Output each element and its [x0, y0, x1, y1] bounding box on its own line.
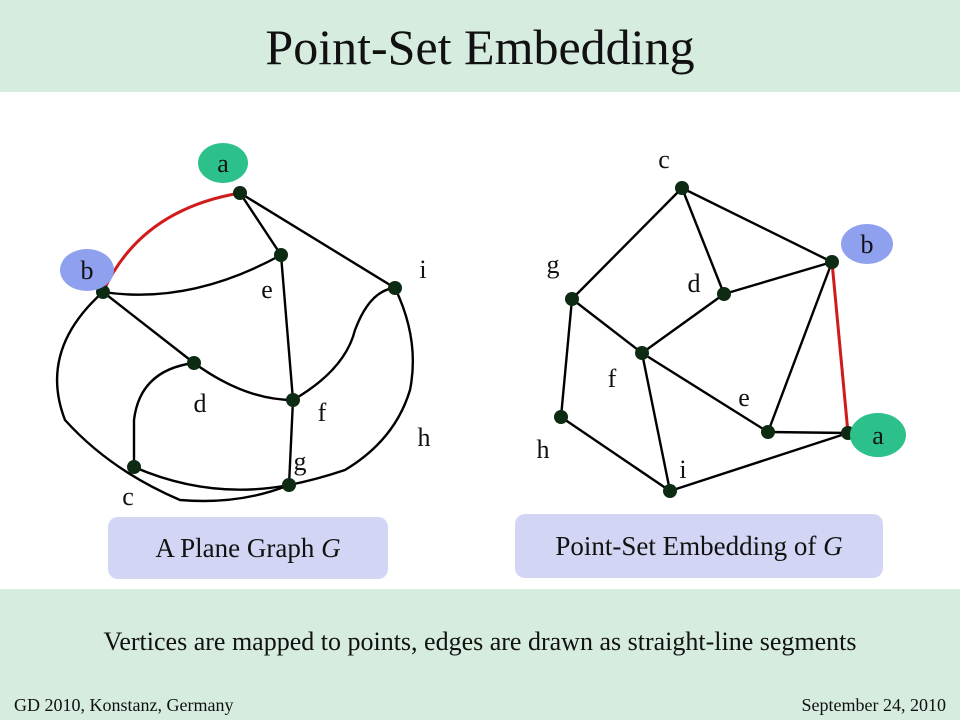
right-vertex-e — [761, 425, 775, 439]
left-vertex-g — [282, 478, 296, 492]
right-edge-h-i — [560, 416, 671, 492]
left-caption-box: A Plane Graph G — [108, 517, 388, 579]
right-embedding-graph — [559, 186, 850, 493]
right-label-h: h — [537, 435, 550, 464]
left-label-a-badge — [198, 143, 248, 183]
right-edge-b-a — [830, 261, 850, 434]
right-vertex-f — [635, 346, 649, 360]
right-label-c: c — [658, 145, 670, 174]
left-label-i: i — [419, 255, 426, 284]
footer-date: September 24, 2010 — [801, 695, 946, 715]
left-edge-i-g — [288, 287, 415, 487]
left-label-c: c — [122, 482, 134, 511]
left-vertices — [96, 186, 402, 492]
right-label-b-badge — [841, 224, 893, 264]
left-edge-f-g — [287, 399, 295, 486]
right-vertex-i — [663, 484, 677, 498]
left-plane-graph — [55, 191, 415, 503]
right-label-i: i — [679, 455, 686, 484]
right-label-b: b — [861, 230, 874, 259]
right-label-e: e — [738, 383, 750, 412]
right-edge-d-b — [723, 260, 833, 296]
title-band — [0, 0, 960, 92]
left-edge-a-i — [239, 191, 396, 290]
left-vertex-a — [233, 186, 247, 200]
right-label-a: a — [872, 421, 884, 450]
left-caption-var: G — [321, 533, 341, 563]
left-vertex-c — [127, 460, 141, 474]
right-edge-c-d — [680, 187, 726, 295]
left-edge-b-d — [102, 291, 195, 364]
right-caption-box: Point-Set Embedding of G — [515, 514, 883, 578]
footer-venue: GD 2010, Konstanz, Germany — [14, 695, 234, 715]
right-edge-e-a — [767, 430, 849, 435]
left-edge-e-f — [279, 254, 295, 401]
left-label-a: a — [217, 149, 229, 178]
right-label-a-badge — [850, 413, 906, 457]
right-edge-b-e — [766, 261, 834, 433]
right-edge-g-h — [559, 298, 574, 418]
right-vertex-g — [565, 292, 579, 306]
left-edge-d-c — [132, 361, 195, 467]
left-edge-d-f — [193, 362, 294, 402]
left-edge-b-g — [55, 291, 290, 503]
left-vertex-i — [388, 281, 402, 295]
left-label-b-badge — [60, 249, 114, 291]
left-edge-b-e — [102, 253, 282, 296]
left-edge-f-i — [292, 286, 396, 402]
right-label-f: f — [608, 364, 617, 393]
left-vertex-f — [286, 393, 300, 407]
left-label-h: h — [418, 423, 431, 452]
right-vertices — [554, 181, 855, 498]
right-caption-var: G — [823, 531, 843, 561]
left-label-d: d — [194, 389, 207, 418]
left-edge-a-b — [101, 191, 241, 293]
right-edge-f-i — [640, 352, 672, 492]
page-title: Point-Set Embedding — [265, 19, 695, 75]
right-edge-d-f — [641, 293, 725, 354]
left-label-e: e — [261, 275, 273, 304]
left-label-b: b — [81, 256, 94, 285]
right-edge-f-e — [641, 351, 769, 434]
left-caption-text: A Plane Graph — [155, 533, 322, 563]
left-edge-c-g — [133, 465, 290, 491]
bottom-band — [0, 589, 960, 720]
statement-text: Vertices are mapped to points, edges are… — [103, 627, 857, 656]
right-vertex-h — [554, 410, 568, 424]
left-label-f: f — [318, 398, 327, 427]
right-edge-g-f — [571, 298, 643, 354]
right-vertex-c — [675, 181, 689, 195]
right-vertex-b — [825, 255, 839, 269]
left-edge-a-e — [238, 192, 283, 256]
right-edge-i-a — [669, 431, 849, 493]
right-label-g: g — [547, 250, 560, 279]
right-label-d: d — [688, 269, 701, 298]
left-label-g: g — [294, 447, 307, 476]
right-caption-text: Point-Set Embedding of — [555, 531, 824, 561]
right-vertex-d — [717, 287, 731, 301]
right-edge-c-g — [571, 187, 683, 300]
left-vertex-e — [274, 248, 288, 262]
left-vertex-d — [187, 356, 201, 370]
right-edge-c-b — [681, 186, 833, 264]
